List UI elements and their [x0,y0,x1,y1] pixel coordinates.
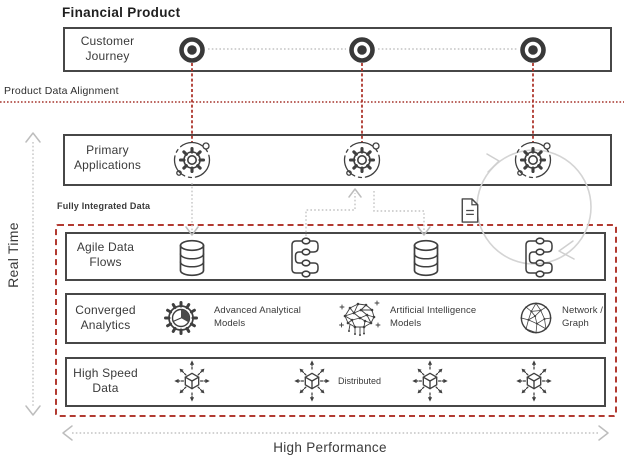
product-data-alignment-label: Product Data Alignment [4,85,119,97]
high-speed-data-label: High Speed Data [58,366,153,396]
customer-journey-label-line2: Journey [85,49,130,63]
converged-analytics-label: Converged Analytics [58,303,153,333]
app-gear-icon [340,138,384,182]
gear-pie-chart-icon [162,299,200,337]
page-title: Financial Product [62,5,181,20]
high-speed-data-label-line1: High Speed [73,366,138,380]
data-flow-loop-icon [289,235,323,280]
artificial-intelligence-models-label: Artificial Intelligence Models [390,305,505,330]
data-flow-loop-icon [523,235,557,280]
primary-applications-label-line2: Applications [73,158,142,172]
high-speed-data-label-line2: Data [92,381,119,395]
network-graph-sphere-icon [519,301,553,335]
real-time-axis-arrow [25,132,41,416]
converged-analytics-label-line1: Converged [75,303,136,317]
distributed-label: Distributed [338,376,382,386]
distributed-cube-icon [290,359,334,403]
target-icon [177,35,207,65]
agile-data-flows-label-line1: Agile Data [76,240,135,254]
converged-analytics-box [65,293,606,344]
distributed-cube-icon [512,359,556,403]
database-icon [177,239,207,277]
distributed-cube-icon [170,359,214,403]
agile-data-flows-label-line2: Flows [89,255,122,269]
high-performance-axis-label: High Performance [273,440,387,455]
ai-brain-network-icon [339,297,381,339]
high-speed-data-box [65,357,606,407]
app-gear-icon [170,138,214,182]
high-performance-axis-arrow [62,425,609,441]
database-icon [411,239,441,277]
customer-journey-label-line1: Customer [80,34,135,48]
advanced-analytical-line2: Models [214,317,246,329]
advanced-analytical-line1: Advanced Analytical [214,305,301,316]
network-graph-line2: Graph [562,317,589,329]
target-icon [347,35,377,65]
network-graph-line1: Network / [562,305,604,316]
artificial-intelligence-line2: Models [390,317,422,329]
real-time-axis-label: Real Time [5,222,21,288]
artificial-intelligence-line1: Artificial Intelligence [390,305,477,316]
target-icon [518,35,548,65]
journey-to-application-red-connectors [191,63,534,143]
customer-journey-label: Customer Journey [60,34,155,64]
app-gear-icon [511,138,555,182]
advanced-analytical-models-label: Advanced Analytical Models [214,305,324,330]
converged-analytics-label-line2: Analytics [80,318,131,332]
network-graph-label: Network / Graph [562,305,622,330]
primary-applications-label-line1: Primary [86,143,129,157]
primary-applications-label: Primary Applications [60,143,155,173]
document-icon [458,197,482,224]
distributed-cube-icon [408,359,452,403]
fully-integrated-data-label: Fully Integrated Data [57,201,151,211]
agile-data-flows-label: Agile Data Flows [58,240,153,270]
